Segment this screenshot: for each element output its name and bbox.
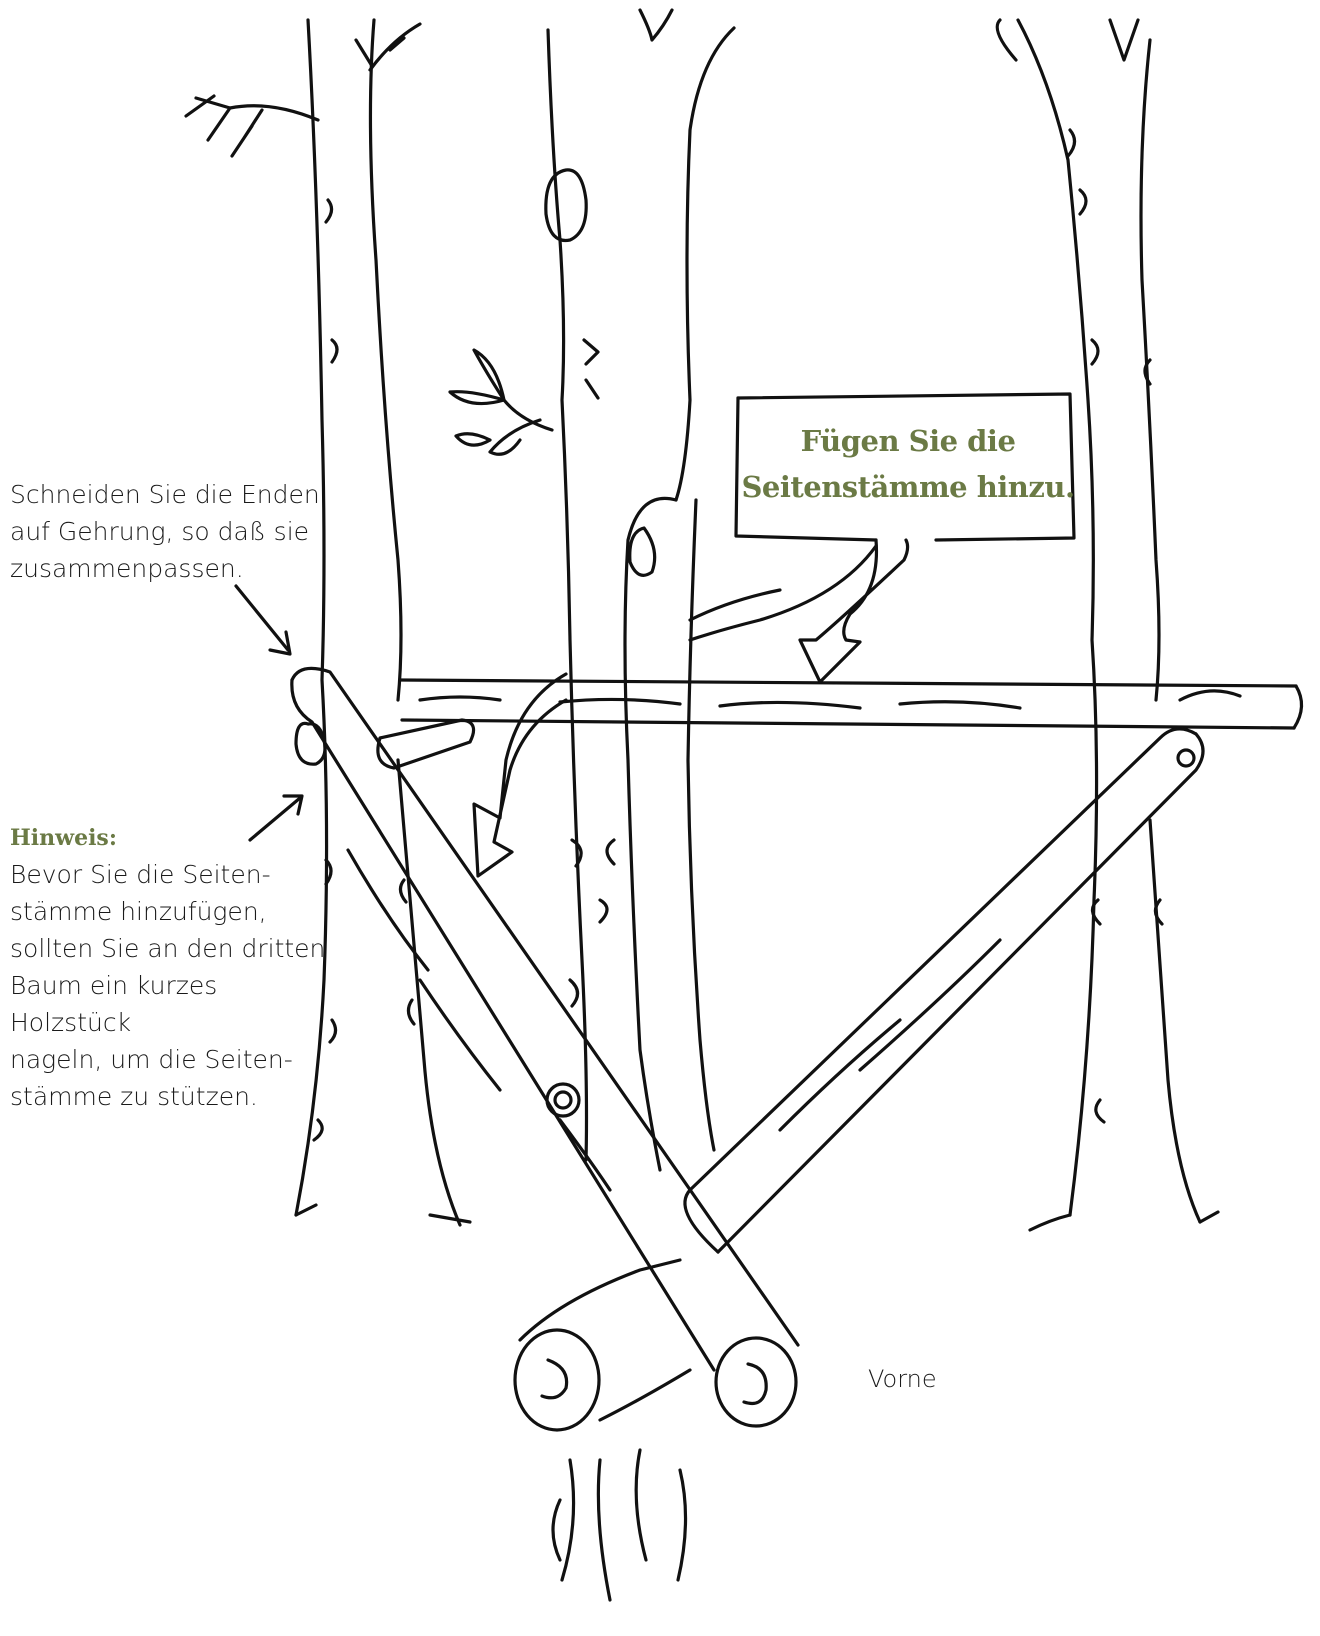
miter-cut-note: Schneiden Sie die Enden auf Gehrung, so …	[10, 476, 340, 587]
front-label: Vorne	[868, 1365, 937, 1393]
callout-text: Fügen Sie die Seitenstämme hinzu.	[738, 418, 1078, 510]
hint-title: Hinweis:	[10, 820, 340, 856]
side-log-right	[685, 729, 1203, 1252]
front-log	[515, 1260, 690, 1600]
arrow-to-miter-end	[236, 586, 290, 654]
tree-trunk-middle	[450, 10, 734, 1170]
side-log-left	[292, 668, 798, 1426]
hint-body: Bevor Sie die Seiten- stämme hinzufügen,…	[10, 856, 340, 1115]
tree-trunk-right	[997, 20, 1218, 1230]
hint-note: Hinweis: Bevor Sie die Seiten- stämme hi…	[10, 820, 340, 1115]
